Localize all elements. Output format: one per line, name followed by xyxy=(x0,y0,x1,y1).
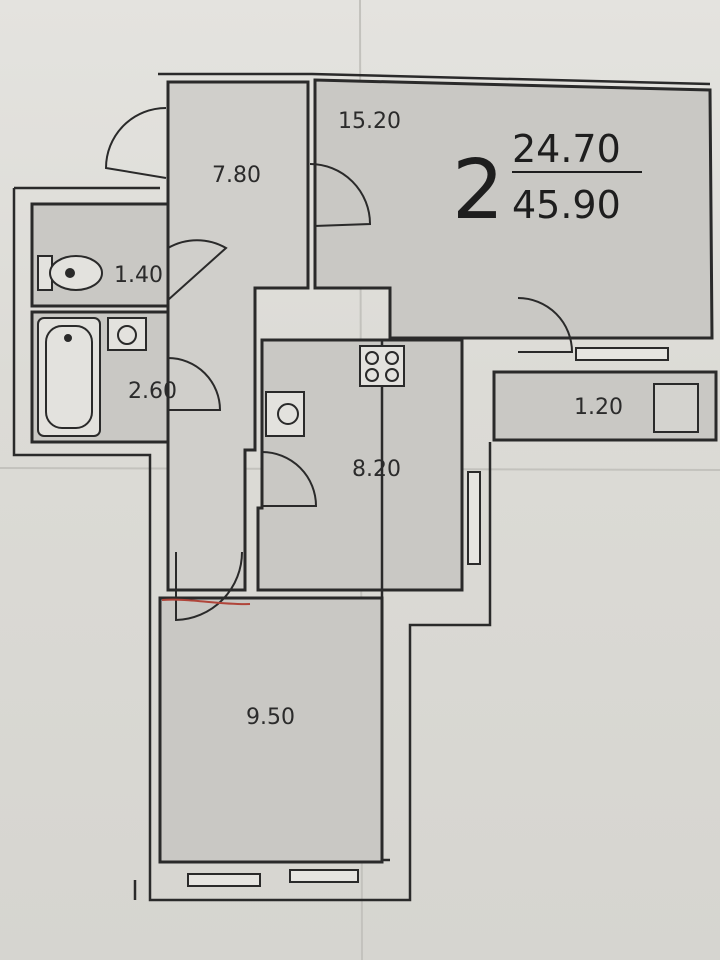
room-label-hall: 7.80 xyxy=(212,163,261,188)
door-entrance xyxy=(104,107,167,179)
living-area: 24.70 xyxy=(512,127,621,171)
door-balcony xyxy=(517,297,574,353)
window-kitchen xyxy=(467,471,481,565)
door-swings xyxy=(104,107,574,622)
room-toilet xyxy=(30,202,170,308)
room-living-large xyxy=(313,78,714,340)
window-small-left xyxy=(187,873,261,887)
windows xyxy=(187,347,669,887)
kitchen-sink-fixture xyxy=(265,391,305,437)
room-kitchen xyxy=(256,338,464,592)
door-bathroom xyxy=(167,357,222,411)
bathroom-sink-fixture xyxy=(107,317,147,351)
door-kitchen xyxy=(261,451,318,507)
outer-walls xyxy=(12,72,711,902)
room-living-small xyxy=(158,596,384,864)
rooms-count: 2 xyxy=(452,143,504,238)
room-label-bathroom: 2.60 xyxy=(128,379,177,404)
window-living-large xyxy=(575,347,669,361)
room-fills xyxy=(30,78,718,864)
balcony-cabinet xyxy=(653,383,699,433)
door-room-small xyxy=(175,551,243,622)
room-hall xyxy=(166,80,310,592)
total-area: 45.90 xyxy=(512,183,621,227)
door-room-large xyxy=(309,163,372,227)
marker-line xyxy=(161,598,251,606)
window-small-right xyxy=(289,869,359,883)
room-label-balcony: 1.20 xyxy=(574,395,623,420)
room-label-living-small: 9.50 xyxy=(246,705,295,730)
bathtub-fixture xyxy=(37,317,101,437)
door-toilet xyxy=(167,239,228,301)
toilet-fixture xyxy=(37,255,103,291)
room-label-toilet: 1.40 xyxy=(114,263,163,288)
stove-fixture xyxy=(359,345,405,387)
room-label-kitchen: 8.20 xyxy=(352,457,401,482)
room-label-living-large: 15.20 xyxy=(338,109,401,134)
